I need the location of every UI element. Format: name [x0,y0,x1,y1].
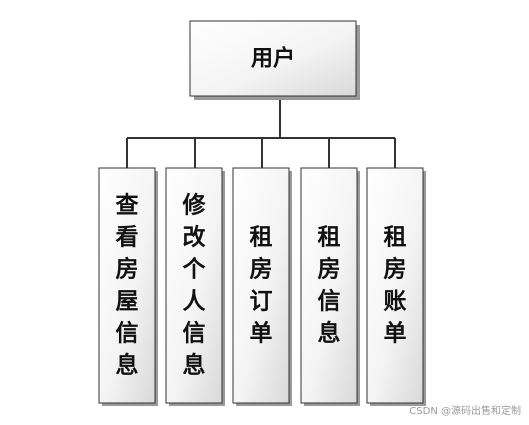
child-label: 查看房屋信息 [116,193,139,379]
connector-lines [126,96,396,168]
child-label: 租房信息 [318,225,341,347]
root-label: 用户 [251,46,295,72]
child-box [98,167,156,404]
child-box [366,167,424,404]
child-label: 修改个人信息 [182,192,207,379]
child-node: 租房账单 [366,167,426,406]
child-node: 租房订单 [232,167,292,406]
root-node: 用户 [189,20,360,100]
child-box [165,167,223,404]
child-label: 租房账单 [384,225,407,347]
watermark: CSDN @源码出售和定制 [409,406,521,417]
child-label: 租房订单 [250,225,273,347]
child-nodes: 查看房屋信息 修改个人信息 租房订单 租房信息 租房账单 [98,167,426,406]
root-box [189,20,357,97]
child-box [300,167,358,404]
child-node: 修改个人信息 [165,167,225,406]
child-node: 租房信息 [300,167,360,406]
child-box [232,167,290,404]
child-node: 查看房屋信息 [98,167,158,406]
